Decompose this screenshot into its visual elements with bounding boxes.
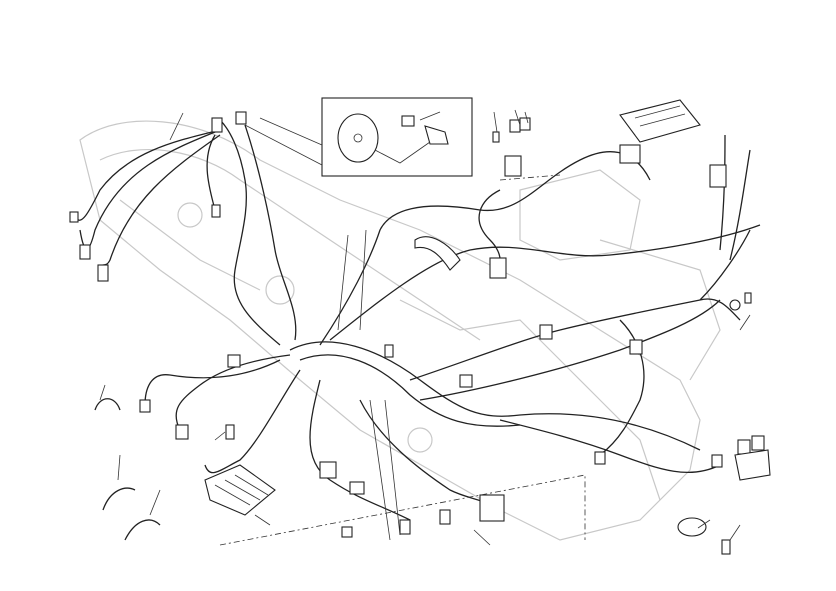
inset-box: [244, 97, 473, 177]
screw: [721, 539, 731, 555]
leader-lines: [99, 109, 751, 546]
connector: [211, 117, 223, 133]
connector: [227, 354, 241, 368]
pressure-sensor: [424, 125, 449, 145]
cable-clamp: [124, 519, 161, 541]
screw: [744, 292, 752, 304]
cd-disc-icon: [337, 113, 379, 163]
coil: [751, 435, 765, 451]
connector: [479, 494, 505, 522]
voltage-regulator: [204, 464, 276, 516]
sensor: [677, 517, 707, 537]
cable-clamp: [94, 398, 121, 411]
connector: [504, 155, 522, 177]
connector: [459, 374, 473, 388]
relay: [509, 119, 521, 133]
connector: [489, 257, 507, 279]
connector: [349, 481, 365, 495]
connector: [539, 324, 553, 340]
connector: [79, 244, 91, 260]
connector: [399, 519, 411, 535]
connector: [235, 111, 247, 125]
coil: [737, 439, 751, 455]
frame-outline: [79, 120, 721, 541]
relay-connector: [619, 144, 641, 164]
main-harness: [74, 119, 761, 521]
connector: [439, 509, 451, 525]
connector: [175, 424, 189, 440]
cable-clamp: [102, 487, 136, 511]
connector: [711, 454, 723, 468]
sensor-cap: [401, 115, 415, 127]
connector: [594, 451, 606, 465]
connector: [69, 211, 79, 223]
washer: [729, 299, 741, 311]
bolt: [225, 424, 235, 440]
connector: [319, 461, 337, 479]
bracket: [414, 236, 461, 271]
connectors: [69, 99, 771, 555]
connector: [384, 344, 394, 358]
coil-body: [734, 449, 771, 481]
connector: [629, 339, 643, 355]
connector: [709, 164, 727, 188]
connector: [211, 204, 221, 218]
fuse: [492, 131, 500, 143]
connector: [341, 526, 353, 538]
connector: [97, 264, 109, 282]
connector: [139, 399, 151, 413]
relay: [519, 117, 531, 131]
